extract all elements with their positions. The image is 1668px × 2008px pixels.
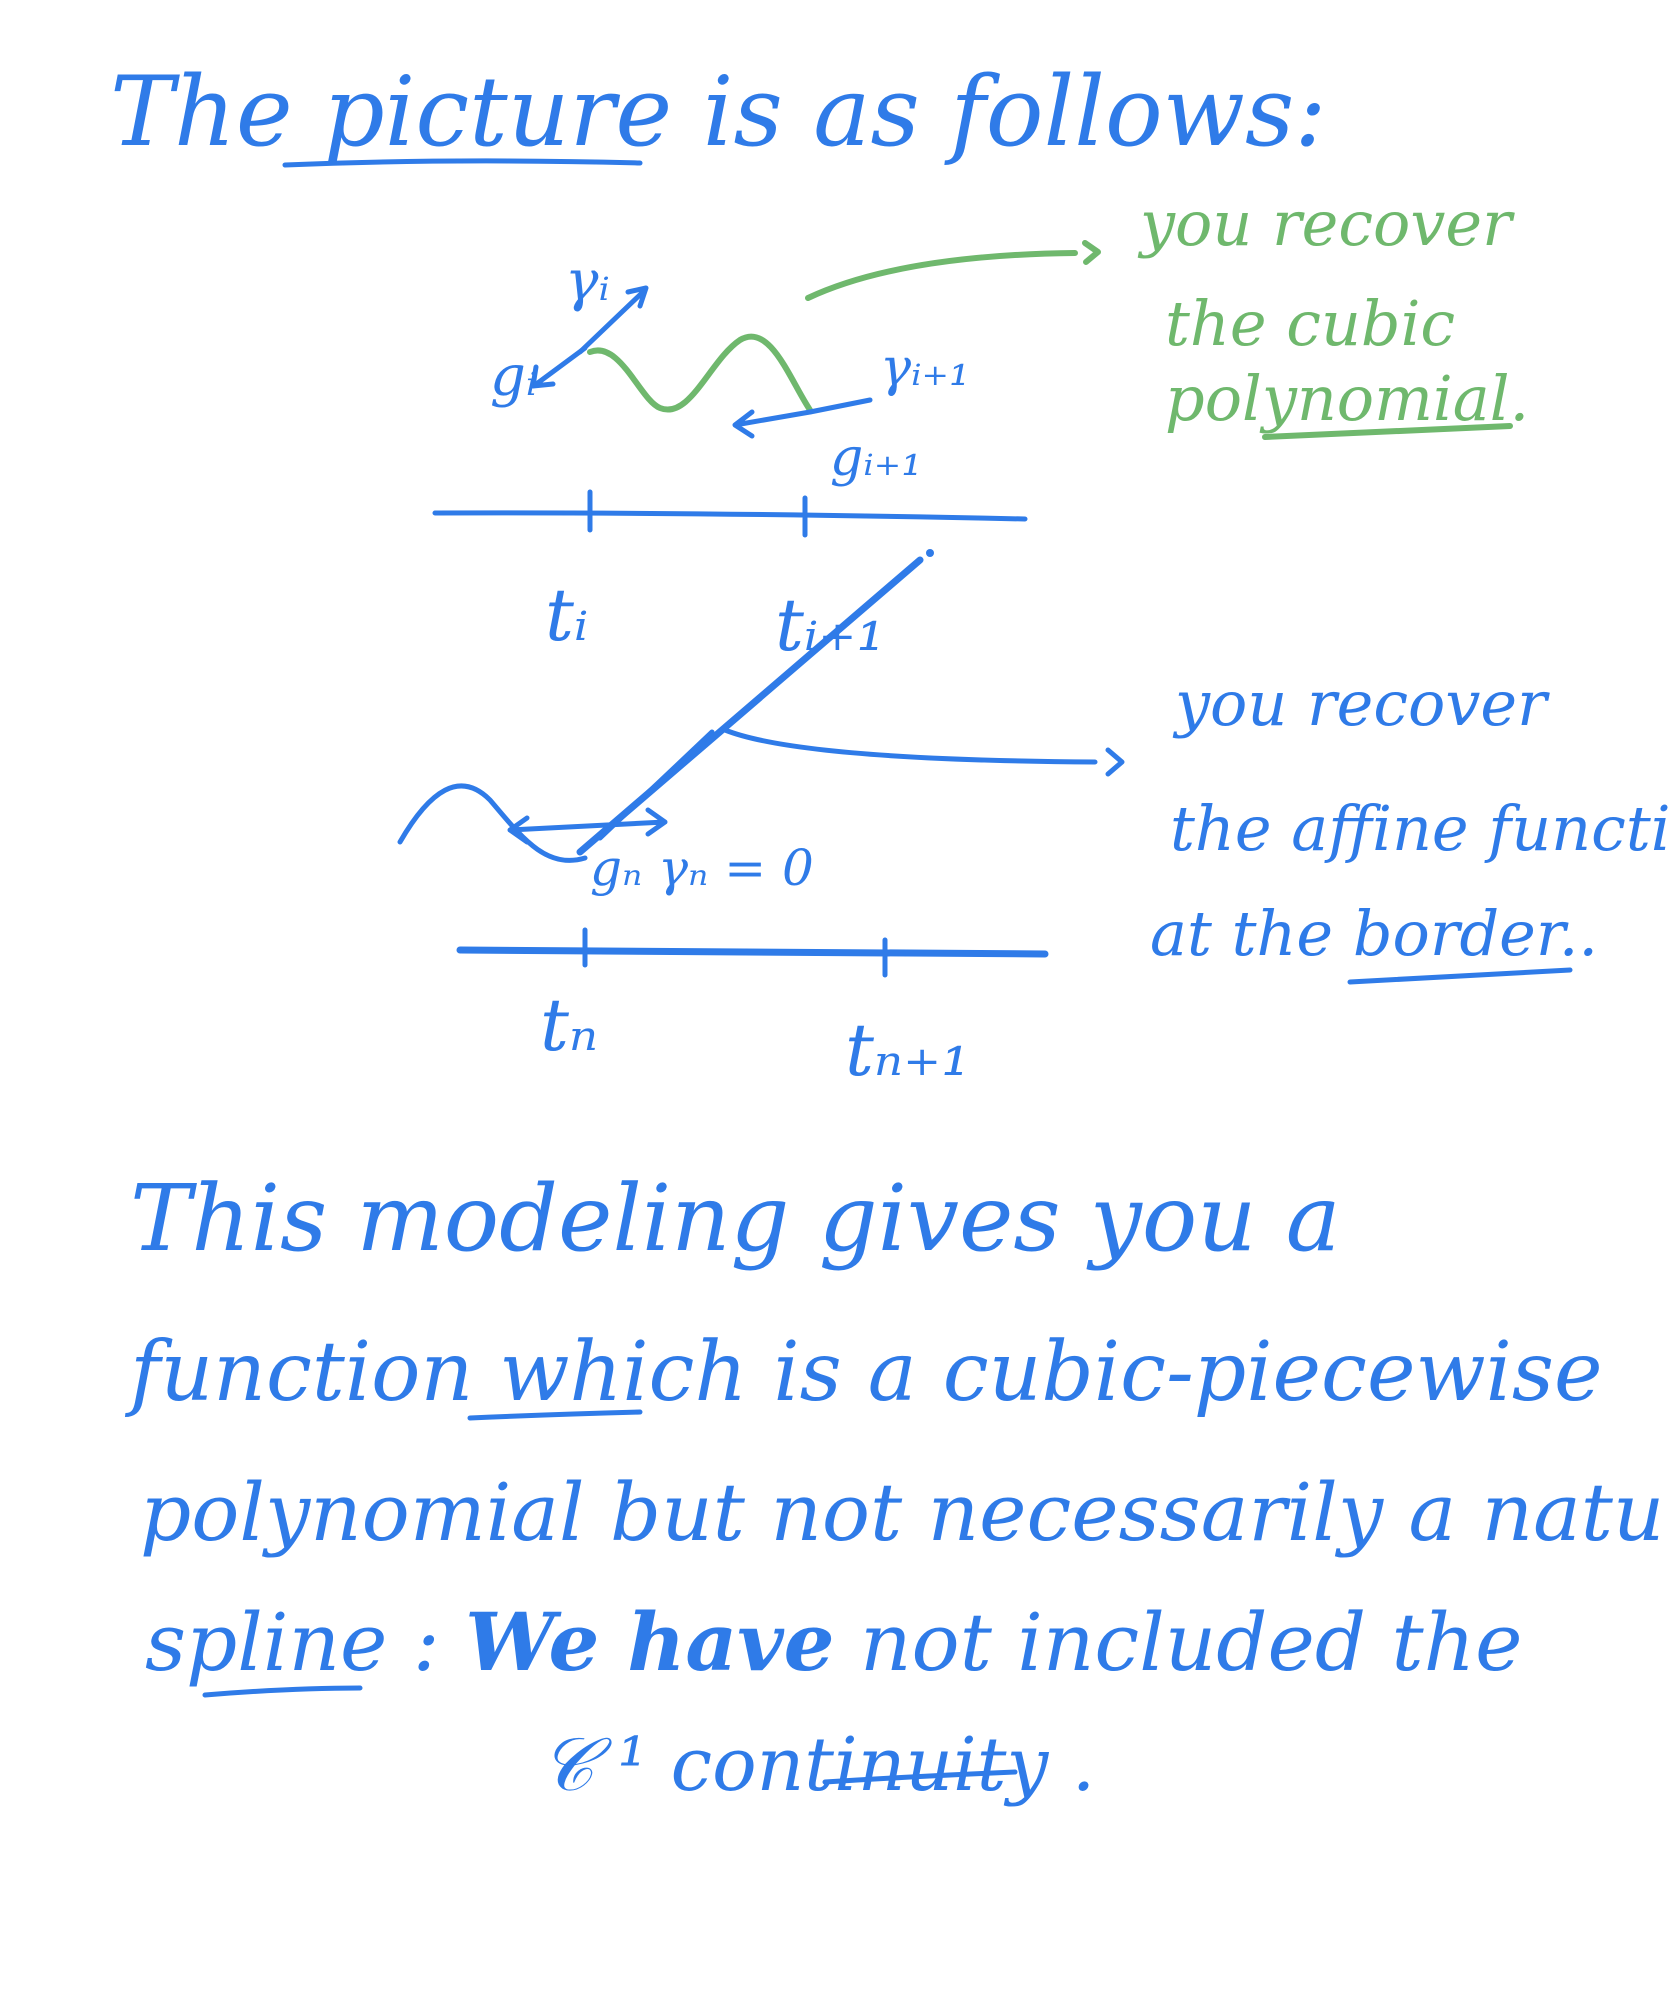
affine-line-stroke2 (597, 729, 715, 841)
g-i-arrow (530, 345, 588, 389)
affine-annotation-underline (1347, 967, 1573, 985)
paragraph-c1-symbol: 𝒞 ¹ (540, 1722, 671, 1808)
g-i1-label: gᵢ₊₁ (830, 428, 922, 488)
paragraph-colon: : (387, 1596, 465, 1689)
paragraph-line2: function which is a cubic-piecewise (124, 1325, 1603, 1420)
paragraph-line4: spline : We have not included the (145, 1595, 1523, 1689)
paragraph-line4-suffix: not included the (835, 1596, 1523, 1689)
paragraph-continuity-underline (822, 1769, 1018, 1785)
cubic-annotation-line1: you recover (1137, 187, 1515, 260)
g-i-label: gᵢ (490, 344, 537, 409)
gamma-i1-label: γᵢ₊₁ (880, 338, 970, 398)
g-i1-arrow (732, 409, 813, 439)
paragraph-line2-suffix: is a cubic-piecewise (747, 1325, 1602, 1420)
cubic-annotation-underline (1262, 423, 1513, 440)
affine-end-dot (926, 549, 934, 557)
upper-axis (432, 510, 1028, 522)
heading-underline (282, 158, 643, 168)
t-n1-label: tₙ₊₁ (845, 1008, 970, 1092)
paragraph-spline-underline (202, 1685, 363, 1698)
paragraph-continuity-word: continuity (671, 1722, 1050, 1808)
paragraph-which-underline (467, 1409, 643, 1421)
lower-axis (456, 946, 1049, 958)
affine-annotation-line2: the affine function (1170, 792, 1668, 865)
heading-prefix: The (110, 56, 323, 168)
heading: The picture is as follows: (110, 56, 1327, 168)
affine-pointer-arrow (722, 727, 1125, 777)
paragraph-line1: This modeling gives you a (130, 1165, 1341, 1272)
cubic-annotation-line2: the cubic (1165, 287, 1455, 360)
t-n-label: tₙ (540, 983, 598, 1067)
t-i-label: tᵢ (545, 573, 588, 657)
affine-annotation-prefix: at the (1150, 897, 1353, 970)
cubic-curve (587, 333, 813, 413)
paragraph-line3: polynomial but not necessarily a natural (140, 1466, 1668, 1559)
paragraph-we-have: We have (465, 1595, 834, 1689)
cubic-annotation-underlined: polynomial (1165, 362, 1510, 435)
affine-annotation-underlined: border (1353, 897, 1569, 970)
affine-annotation-suffix: .. (1559, 897, 1598, 970)
spline-curve-left (397, 783, 588, 863)
paragraph-spline-word: spline (145, 1596, 387, 1689)
gamma-i1-arrow (807, 397, 873, 415)
heading-suffix: is as follows: (672, 56, 1326, 168)
g-n-gamma-n-label: gₙ γₙ = 0 (590, 839, 814, 897)
cubic-annotation-period: . (1510, 362, 1530, 435)
paragraph-line5-suffix: . (1048, 1722, 1095, 1808)
gamma-i-arrow (577, 285, 649, 355)
cubic-pointer-arrow (805, 240, 1101, 301)
derivative-double-arrow (507, 807, 668, 845)
paragraph-line2-underlined: which (499, 1325, 747, 1420)
affine-annotation-line3: at the border.. (1150, 897, 1598, 970)
cubic-annotation-line3: polynomial. (1165, 362, 1529, 435)
paragraph-line5: 𝒞 ¹ continuity . (540, 1722, 1095, 1808)
affine-annotation-line1: you recover (1172, 667, 1550, 740)
heading-underlined-word: picture (323, 56, 672, 168)
gamma-i-label: γᵢ (565, 249, 610, 314)
paragraph-line2-prefix: function (124, 1325, 499, 1420)
t-i1-label: tᵢ₊₁ (775, 583, 885, 667)
